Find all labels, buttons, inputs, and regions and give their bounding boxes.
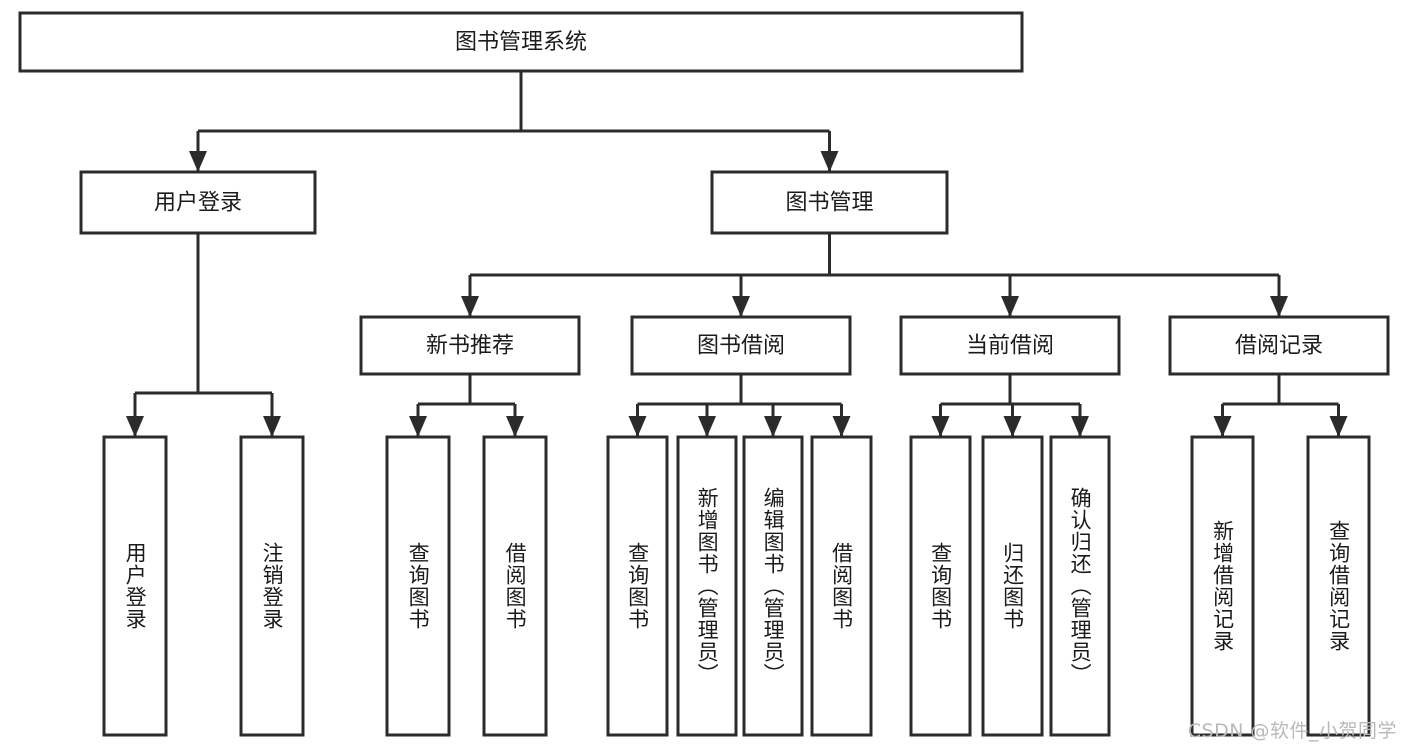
node-label-user-login: 用户登录 <box>154 191 242 216</box>
node-box-current-borrow[interactable] <box>899 315 1121 376</box>
arrow-head-icon-book-borrow-1 <box>698 416 716 437</box>
arrow-head-icon-book-borrow-3 <box>832 416 851 437</box>
arrow-head-icon-new-book-recommend-0 <box>409 416 427 437</box>
node-label-current-borrow: 当前借阅 <box>966 334 1054 359</box>
connector-layer <box>126 71 1348 437</box>
node-box-leaf-confirm-return-admin[interactable] <box>1049 435 1111 737</box>
node-box-book-borrow[interactable] <box>630 315 852 376</box>
arrow-head-icon-new-book-recommend-1 <box>506 416 524 437</box>
node-label-new-book-recommend: 新书推荐 <box>426 334 514 359</box>
arrow-head-icon-book-manage-2 <box>1001 296 1019 317</box>
arrow-head-icon-user-login-0 <box>126 416 144 437</box>
arrow-head-icon-root-0 <box>189 151 207 172</box>
node-box-new-book-recommend[interactable] <box>359 315 581 376</box>
node-box-borrow-record[interactable] <box>1168 315 1390 376</box>
node-box-leaf-add-borrow-record[interactable] <box>1190 435 1255 737</box>
node-box-leaf-edit-book-admin[interactable] <box>742 435 804 737</box>
arrow-head-icon-current-borrow-0 <box>931 416 950 437</box>
arrow-head-icon-book-manage-1 <box>732 296 750 317</box>
arrow-head-icon-book-borrow-2 <box>764 416 782 437</box>
arrow-head-icon-current-borrow-1 <box>1003 416 1022 437</box>
arrow-head-icon-borrow-record-0 <box>1213 416 1232 437</box>
node-box-leaf-user-login[interactable] <box>102 435 168 737</box>
node-box-user-login[interactable] <box>79 170 317 235</box>
node-box-leaf-query-book-borrow[interactable] <box>606 435 669 737</box>
node-box-leaf-user-logout[interactable] <box>239 435 305 737</box>
node-label-root: 图书管理系统 <box>455 30 587 55</box>
arrow-head-icon-current-borrow-2 <box>1071 416 1089 437</box>
node-label-borrow-record: 借阅记录 <box>1235 334 1323 359</box>
node-label-book-manage: 图书管理 <box>785 191 873 216</box>
arrow-head-icon-user-login-1 <box>263 416 281 437</box>
watermark: CSDN @软件_小贺同学 <box>1187 720 1397 742</box>
node-box-leaf-query-borrow-record[interactable] <box>1306 435 1371 737</box>
node-box-layer <box>18 11 1390 737</box>
node-box-leaf-borrow-book[interactable] <box>810 435 873 737</box>
node-box-root[interactable] <box>18 11 1024 73</box>
node-box-leaf-add-book-admin[interactable] <box>676 435 738 737</box>
arrow-head-icon-root-1 <box>820 151 839 172</box>
arrow-head-icon-book-manage-0 <box>461 296 479 317</box>
node-box-leaf-query-book-cur[interactable] <box>909 435 972 737</box>
node-box-leaf-return-book[interactable] <box>981 435 1044 737</box>
node-label-book-borrow: 图书借阅 <box>697 334 785 359</box>
arrow-head-icon-borrow-record-1 <box>1329 416 1348 437</box>
node-box-leaf-borrow-book-rec[interactable] <box>482 435 548 737</box>
arrow-head-icon-book-manage-3 <box>1270 296 1288 317</box>
node-box-book-manage[interactable] <box>710 170 949 235</box>
node-box-leaf-query-book-rec[interactable] <box>385 435 451 737</box>
arrow-head-icon-book-borrow-0 <box>628 416 647 437</box>
